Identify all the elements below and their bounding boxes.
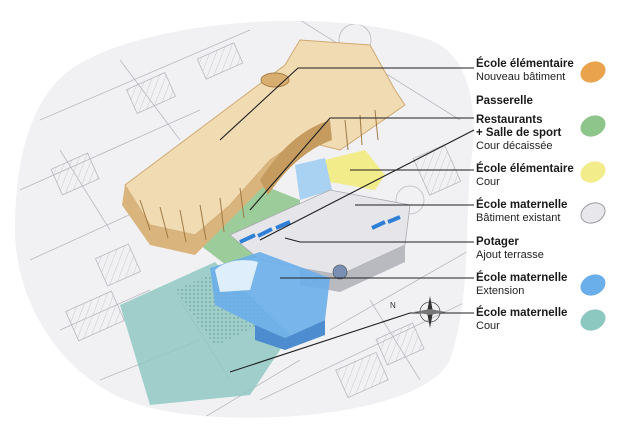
legend-title: Restaurants bbox=[476, 114, 543, 126]
legend-subtitle: Ajout terrasse bbox=[476, 249, 544, 261]
pointer-line-passerelle bbox=[249, 117, 474, 211]
legend-subtitle: Cour bbox=[476, 320, 500, 332]
legend-title: École maternelle bbox=[476, 199, 568, 211]
legend-subtitle: Extension bbox=[476, 285, 525, 297]
legend-title: École maternelle bbox=[476, 307, 568, 319]
pointer-line-maternelle-court bbox=[229, 312, 474, 373]
pointer-line-elementary-building bbox=[219, 67, 474, 141]
legend-item-maternelle-court: École maternelle Cour bbox=[476, 307, 576, 333]
legend-item-elementary-building: École élémentaire Nouveau bâtiment bbox=[476, 58, 576, 84]
legend-title: École maternelle bbox=[476, 272, 568, 284]
compass-label: N bbox=[390, 301, 396, 310]
legend-title: Passerelle bbox=[476, 95, 533, 107]
legend-title: École élémentaire bbox=[476, 58, 574, 70]
legend-pointer-lines bbox=[219, 67, 475, 373]
legend-title: Potager bbox=[476, 236, 519, 248]
legend-item-passerelle: Passerelle bbox=[476, 95, 576, 108]
pointer-line-potager bbox=[284, 237, 474, 243]
legend-subtitle: Bâtiment existant bbox=[476, 212, 561, 224]
pointer-line-restaurants bbox=[259, 129, 475, 241]
compass-rose-icon: N bbox=[390, 296, 446, 328]
legend-item-maternelle-existing: École maternelle Bâtiment existant bbox=[476, 199, 576, 225]
maternelle-extension-building bbox=[210, 252, 330, 350]
legend-subtitle: Cour décaissée bbox=[476, 140, 553, 152]
legend-title: École élémentaire bbox=[476, 163, 574, 175]
legend-item-maternelle-extension: École maternelle Extension bbox=[476, 272, 576, 298]
legend-item-elementary-court: École élémentaire Cour bbox=[476, 163, 576, 189]
legend-item-potager: Potager Ajout terrasse bbox=[476, 236, 576, 262]
maternelle-extension-area-top bbox=[295, 158, 332, 200]
legend-item-restaurants: Restaurants + Salle de sport Cour décais… bbox=[476, 114, 576, 153]
legend-subtitle: Nouveau bâtiment bbox=[476, 71, 566, 83]
legend-title-line2: + Salle de sport bbox=[476, 127, 562, 139]
legend-subtitle: Cour bbox=[476, 176, 500, 188]
